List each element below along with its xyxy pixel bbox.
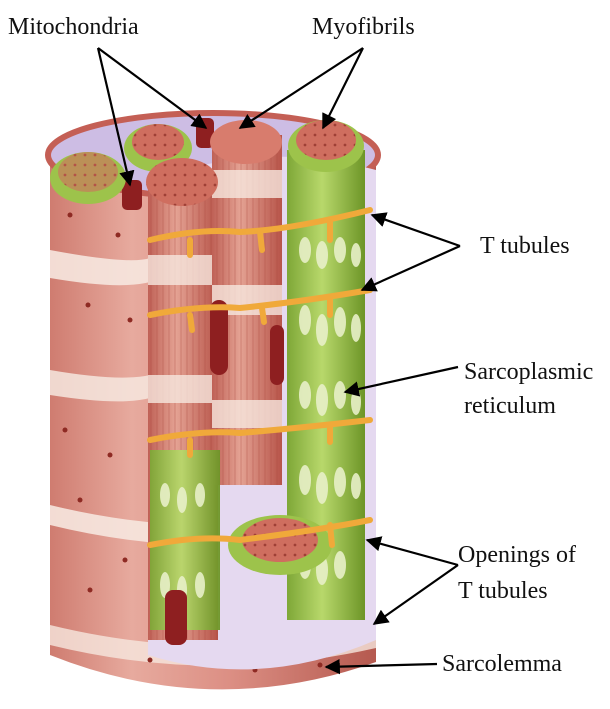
label-myofibrils: Myofibrils xyxy=(312,14,415,40)
label-sarcoplasmic-line1: Sarcoplasmic xyxy=(464,359,593,385)
label-mitochondria: Mitochondria xyxy=(8,14,139,40)
label-sarcolemma: Sarcolemma xyxy=(442,651,562,677)
label-sarcoplasmic-line2: reticulum xyxy=(464,393,556,419)
label-t-tubules: T tubules xyxy=(480,233,570,259)
label-openings-line2: T tubules xyxy=(458,578,548,604)
label-openings-line1: Openings of xyxy=(458,542,576,568)
